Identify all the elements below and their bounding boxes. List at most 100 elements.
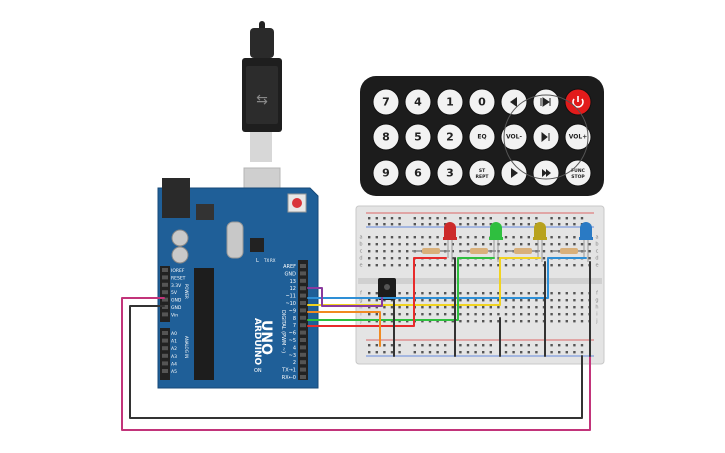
- remote-button-ffrew[interactable]: [532, 123, 560, 151]
- led-l-label: L: [256, 258, 259, 264]
- hole: [474, 292, 477, 295]
- row-letter: h: [595, 305, 598, 311]
- hole: [489, 344, 492, 347]
- hole: [527, 306, 530, 309]
- hole: [520, 344, 523, 347]
- header-pin: [162, 338, 168, 343]
- hole: [375, 243, 378, 246]
- remote-button-label: EQ: [477, 134, 486, 141]
- hole: [504, 313, 508, 316]
- hole: [383, 264, 386, 267]
- hole: [489, 320, 492, 323]
- hole: [558, 313, 561, 316]
- remote-button-playpause[interactable]: [532, 88, 560, 116]
- hole: [375, 306, 378, 309]
- hole: [535, 313, 538, 316]
- remote-button-8[interactable]: 8: [372, 123, 400, 151]
- hole: [436, 264, 439, 267]
- hole: [466, 217, 470, 220]
- hole: [466, 299, 470, 302]
- hole: [413, 351, 416, 354]
- hole: [520, 243, 523, 246]
- hole: [474, 243, 477, 246]
- hole: [482, 313, 485, 316]
- hole: [368, 236, 371, 239]
- hole: [444, 223, 447, 226]
- hole: [474, 217, 477, 220]
- hole: [527, 236, 530, 239]
- hole: [550, 250, 553, 253]
- hole: [406, 250, 409, 253]
- remote-button-5[interactable]: 5: [404, 123, 432, 151]
- hole: [573, 299, 576, 302]
- hole: [383, 306, 386, 309]
- hole: [383, 243, 386, 246]
- remote-button-0[interactable]: 0: [468, 88, 496, 116]
- remote-button-vol-[interactable]: VOL+: [564, 123, 592, 151]
- resistor: [412, 248, 450, 254]
- hole: [459, 217, 462, 220]
- power-pin-label: A2: [171, 346, 177, 352]
- remote-button-7[interactable]: 7: [372, 88, 400, 116]
- rewind-icon: [540, 97, 551, 107]
- hole: [520, 351, 523, 354]
- remote-button-6[interactable]: 6: [404, 159, 432, 187]
- hole: [375, 257, 378, 260]
- hole: [558, 299, 561, 302]
- remote-button-9[interactable]: 9: [372, 159, 400, 187]
- hole: [520, 306, 523, 309]
- header-pin: [162, 353, 168, 358]
- header-pin: [162, 290, 168, 295]
- hole: [421, 243, 424, 246]
- dpad-ring: [503, 94, 589, 180]
- hole: [512, 292, 515, 295]
- led-red: [443, 222, 457, 262]
- hole: [390, 223, 394, 226]
- hole: [390, 243, 394, 246]
- remote-button-power[interactable]: [564, 88, 592, 116]
- hole: [459, 320, 462, 323]
- hole: [406, 257, 409, 260]
- hole: [482, 243, 485, 246]
- hole: [383, 351, 386, 354]
- hole: [504, 320, 508, 323]
- brand-label: ARDUINO: [252, 318, 262, 366]
- hole: [383, 344, 386, 347]
- hole: [565, 299, 568, 302]
- remote-button-next[interactable]: [500, 159, 528, 187]
- hole: [436, 243, 439, 246]
- hole: [573, 236, 576, 239]
- hole: [520, 299, 523, 302]
- remote-button-3[interactable]: 3: [436, 159, 464, 187]
- hole: [444, 313, 447, 316]
- hole: [558, 306, 561, 309]
- remote-button-2[interactable]: 2: [436, 123, 464, 151]
- header-pin: [300, 264, 306, 268]
- hole: [421, 344, 424, 347]
- remote-button-1[interactable]: 1: [436, 88, 464, 116]
- header-pin: [300, 308, 306, 313]
- tx-label: TX: [263, 258, 269, 263]
- hole: [535, 344, 538, 347]
- remote-button-4[interactable]: 4: [404, 88, 432, 116]
- header-pin: [300, 271, 306, 276]
- row-letter: a: [595, 235, 598, 241]
- hole: [580, 264, 584, 267]
- remote-button-label: 5: [414, 131, 422, 144]
- remote-button-prev[interactable]: [500, 88, 528, 116]
- hole: [390, 264, 394, 267]
- hole: [398, 264, 401, 267]
- digital-pin-label: 7: [293, 323, 296, 329]
- header-pin: [300, 323, 306, 328]
- remote-button-vol-[interactable]: VOL-: [500, 123, 528, 151]
- hole: [520, 292, 523, 295]
- remote-button-eq[interactable]: EQ: [468, 123, 496, 151]
- wire-green: [307, 257, 495, 321]
- hole: [580, 313, 584, 316]
- remote-button-down[interactable]: [532, 159, 560, 187]
- hole: [558, 223, 561, 226]
- hole: [436, 236, 439, 239]
